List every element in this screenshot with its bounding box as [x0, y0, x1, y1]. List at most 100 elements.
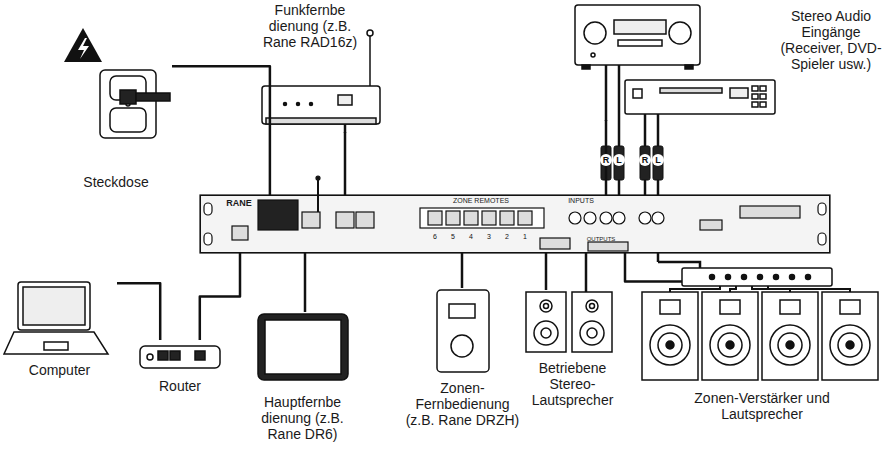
cable — [304, 253, 307, 312]
master-remote-tablet-part — [258, 314, 348, 380]
zone-amplifier-part-part — [786, 341, 794, 349]
zonetech-panel-part — [613, 212, 625, 224]
zone-amplifier-part-part — [806, 275, 811, 280]
laptop-part — [4, 332, 108, 354]
wireless-remote-device-part — [344, 124, 347, 133]
zonetech-panel-part — [818, 203, 826, 215]
zonetech-panel-part — [200, 195, 830, 253]
channel-letter: R — [639, 154, 651, 166]
av-receiver-part — [582, 65, 590, 69]
zonetech-panel-part — [818, 233, 826, 245]
zone-amplifier-part-part — [710, 325, 750, 365]
panel-label: INPUTS — [559, 197, 603, 205]
power-outlet: Steckdose — [60, 24, 172, 196]
wall-outlet — [100, 70, 170, 138]
zone-amplifier-part-part — [774, 275, 779, 280]
port-number: 4 — [466, 232, 476, 241]
zone-amplifier-part — [658, 262, 700, 268]
zonetech-panel-part — [428, 211, 532, 225]
zonetech-panel-part — [302, 212, 320, 228]
zone-amplifier-part-part — [840, 300, 860, 314]
wall-outlet-part — [100, 70, 156, 138]
powered-speakers-part — [540, 300, 552, 312]
wireless-remote-device-part — [310, 103, 313, 106]
zonetech-panel-part — [600, 212, 612, 224]
zone-amplifier-part-part — [846, 341, 854, 349]
zonetech-panel-part-part — [446, 211, 460, 225]
master-remote-tablet-part — [265, 320, 341, 374]
wall-outlet-part — [136, 93, 170, 101]
zone-amplifier-part — [710, 275, 811, 280]
zone-amplifier-part — [657, 253, 660, 262]
router-part — [140, 346, 220, 368]
rca-plugs-part — [653, 146, 663, 180]
powered-speakers-part — [534, 321, 558, 345]
zone-remote-device-part — [437, 290, 489, 372]
rca-plugs-part — [614, 146, 624, 180]
zonetech-panel-part-part — [428, 211, 442, 225]
zone-amplifier-part-part — [768, 286, 850, 292]
zone-amplifier-part-part — [670, 286, 720, 292]
dvd-player-part — [752, 102, 758, 107]
wireless-remote: Funkfernbe dienung (z.B. Rane RAD16z) — [240, 2, 390, 132]
hazard-sign — [64, 28, 102, 62]
router: Router — [135, 340, 225, 398]
zone-amplifier-part-part — [650, 325, 690, 365]
zone-amplifier-part — [682, 268, 832, 286]
zone-amplifier-part-part — [658, 333, 682, 357]
powered-speakers-part — [541, 328, 551, 338]
wireless-remote-device-part — [297, 103, 300, 106]
hazard-sign-part — [64, 28, 102, 62]
zone-amplifier — [638, 253, 878, 380]
device-caption: Stereo Audio Eingänge (Receiver, DVD- Sp… — [778, 8, 884, 72]
zonetech-panel-part — [584, 212, 596, 224]
zonetech-panel-part — [232, 226, 248, 240]
stereo-sources: Stereo Audio Eingänge (Receiver, DVD- Sp… — [568, 2, 886, 120]
cable — [461, 253, 464, 288]
zonetech-panel-part — [356, 212, 374, 228]
zone-amplifier-part-part — [838, 333, 862, 357]
zonetech-panel-part-part — [500, 211, 514, 225]
zonetech-panel-part — [588, 242, 628, 251]
device-caption: Hauptfernbe dienung (z.B. Rane DR6) — [245, 394, 360, 442]
audio-cables — [606, 65, 658, 195]
zone-amplifier-part — [642, 286, 878, 380]
av-receiver-part — [575, 5, 700, 65]
powered-speakers-part — [590, 304, 595, 309]
master-remote: Hauptfernbe dienung (z.B. Rane DR6) — [245, 312, 360, 472]
powered-speakers-part — [585, 253, 588, 292]
av-receiver-part — [685, 65, 693, 69]
zonetech-panel-part — [569, 212, 581, 224]
zonetech-panel-part — [204, 203, 212, 215]
wall-outlet-part — [110, 108, 146, 132]
powered-speakers — [526, 253, 612, 352]
panel-label: RANE — [219, 198, 259, 208]
channel-letter: R — [600, 154, 612, 166]
powered-speakers-part — [580, 321, 604, 345]
port-number: 3 — [484, 232, 494, 241]
master-remote-tablet — [258, 314, 348, 380]
powered-speakers-part — [526, 292, 566, 352]
zonetech-panel-part-part — [482, 211, 496, 225]
powered-speakers-group: Betriebene Stereo- Lautsprecher — [520, 290, 625, 425]
channel-letter: L — [613, 154, 625, 166]
zone-remote-device-part — [451, 335, 473, 357]
av-receiver-part — [614, 20, 666, 34]
dvd-player-part — [760, 94, 766, 99]
router — [140, 346, 220, 368]
panel-label: OUTPUTS — [577, 236, 625, 243]
dvd-player-part — [752, 94, 758, 99]
cable — [545, 253, 548, 290]
zone-amplifier-part-part — [702, 292, 758, 380]
router-part — [158, 351, 168, 360]
rca-plugs — [601, 146, 663, 180]
device-caption: Computer — [2, 362, 117, 378]
powered-speakers-part — [587, 328, 597, 338]
av-receiver-part — [584, 22, 606, 44]
zonetech-panel-part — [316, 176, 320, 180]
zonetech-panel-part-part — [518, 211, 532, 225]
router-part — [195, 351, 205, 360]
zone-amplifier-part-part — [778, 333, 802, 357]
router-part — [147, 354, 153, 360]
